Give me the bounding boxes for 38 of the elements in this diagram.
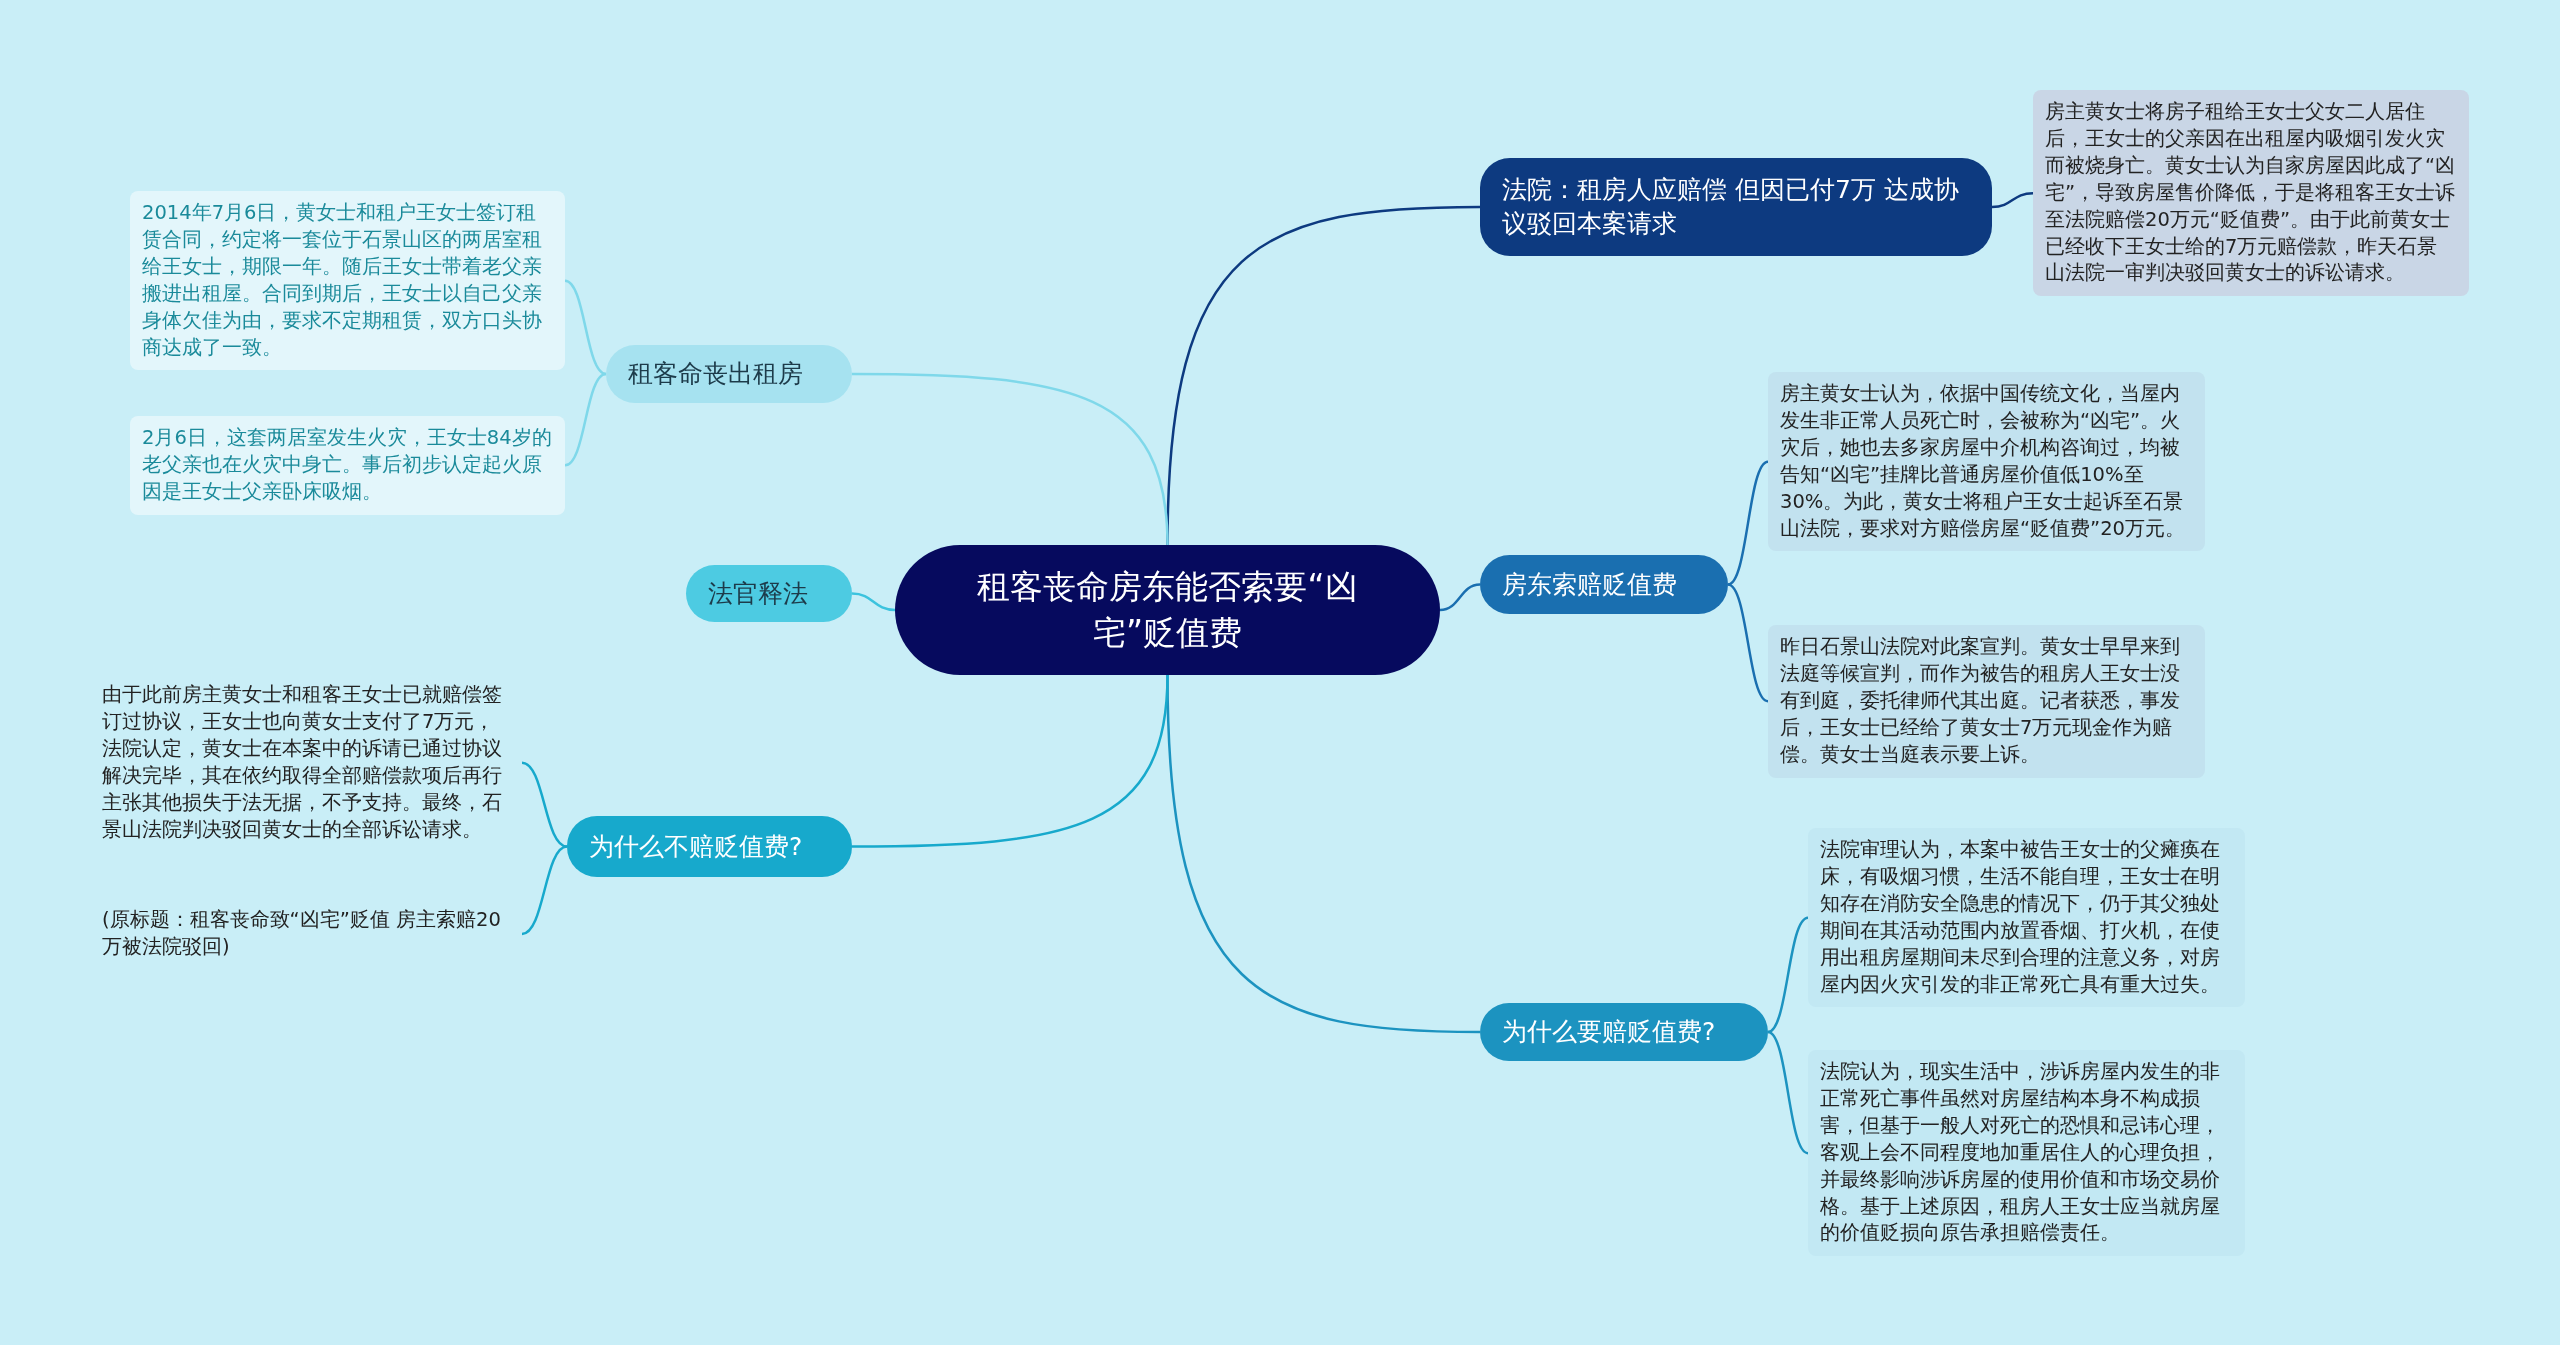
note-card	[130, 191, 565, 371]
branch-topic	[686, 565, 852, 622]
connector-line	[521, 761, 568, 848]
note-text: 由于此前房主黄女士和租客王女士已就赔偿签订过协议，王女士也向黄女士支付了7万元，法院认定，黄女士在本案中的诉请已通过协议解决完毕，其在依约取得全部赔偿款项后再行主张其他损失于法无据，不予支持。最终，石景山法院判决驳回黄女士的全部诉讼请求。	[102, 682, 503, 843]
connector-line	[852, 372, 1169, 546]
note-text: 房主黄女士认为，依据中国传统文化，当屋内发生非正常人员死亡时，会被称为“凶宅”。火灾后，她也去多家房屋中介机构咨询过，均被告知“凶宅”挂牌比普通房屋价值低10%至30%。为此，黄女士将租户王女士起诉至石景山法院，要求对方赔偿房屋“贬值费”20万元。	[1780, 381, 2187, 542]
connector-line	[1767, 916, 1809, 1034]
connector-line	[564, 279, 607, 376]
note-text: 法院认为，现实生活中，涉诉房屋内发生的非正常死亡事件虽然对房屋结构本身不构成损害，但基于一般人对死亡的恐惧和忌讳心理，客观上会不同程度地加重居住人的心理负担，并最终影响涉诉房屋的使用价值和市场交易价格。基于上述原因，租房人王女士应当就房屋的价值贬损向原告承担赔偿责任。	[1820, 1059, 2221, 1247]
connector-line	[1727, 460, 1769, 586]
note-card	[1808, 828, 2245, 1008]
connector-line	[1767, 1030, 1809, 1155]
connector-line	[1439, 583, 1481, 612]
note-text: 2月6日，这套两居室发生火灾，王女士84岁的老父亲也在火灾中身亡。事后初步认定起火原因是王女士父亲卧床吸烟。	[142, 425, 553, 505]
note-text: 房主黄女士将房子租给王女士父女二人居住后，王女士的父亲因在出租屋内吸烟引发火灾而被烧身亡。黄女士认为自家房屋因此成了“凶宅”，导致房屋售价降低，于是将租客王女士诉至法院赔偿20万元“贬值费”。由于此前黄女士已经收下王女士给的7万元赔偿款，昨天石景山法院一审判决驳回黄女士的诉讼请求。	[2045, 99, 2457, 287]
note-text: (原标题：租客丧命致“凶宅”贬值 房主索赔20万被法院驳回)	[102, 907, 502, 960]
note-card	[130, 416, 565, 515]
connector-line	[851, 592, 896, 612]
note-card	[1808, 1050, 2245, 1257]
note-card	[1768, 625, 2205, 778]
branch-topic	[1480, 1003, 1768, 1061]
connector-line	[564, 372, 607, 467]
note-text: 昨日石景山法院对此案宣判。黄女士早早来到法庭等候宣判，而作为被告的租房人王女士没有到庭，委托律师代其出庭。记者获悉，事发后，王女士已经给了黄女士7万元现金作为赔偿。黄女士当庭表示要上诉。	[1780, 634, 2181, 768]
note-card	[1768, 372, 2205, 552]
topic-text: 法院：租房人应赔偿 但因已付7万 达成协议驳回本案请求	[1502, 174, 1960, 240]
connector-line	[1727, 583, 1769, 703]
topic-text: 法官释法	[708, 577, 808, 610]
note-text: 法院审理认为，本案中被告王女士的父瘫痪在床，有吸烟习惯，生活不能自理，王女士在明知存在消防安全隐患的情况下，仍于其父独处期间在其活动范围内放置香烟、打火机，在使用出租房屋期间未尽到合理的注意义务，对房屋内因火灾引发的非正常死亡具有重大过失。	[1820, 837, 2221, 998]
topic-text: 租客命丧出租房	[628, 358, 803, 391]
connector-line	[521, 845, 568, 936]
topic-text: 为什么不赔贬值费?	[589, 830, 803, 863]
connector-line	[852, 674, 1169, 848]
note-text: 2014年7月6日，黄女士和租户王女士签订租赁合同，约定将一套位于石景山区的两居室租给王女士，期限一年。随后王女士带着老父亲搬进出租屋。合同到期后，王女士以自己父亲身体欠佳为由，要求不定期租赁，双方口头协商达成了一致。	[142, 200, 543, 361]
topic-text: 为什么要赔贬值费?	[1502, 1016, 1716, 1049]
branch-topic	[1480, 158, 1992, 256]
connector-line	[1991, 191, 2034, 209]
topic-text: 租客丧命房东能否索要“凶宅”贬值费	[976, 565, 1359, 654]
topic-text: 房东索赔贬值费	[1502, 568, 1677, 601]
